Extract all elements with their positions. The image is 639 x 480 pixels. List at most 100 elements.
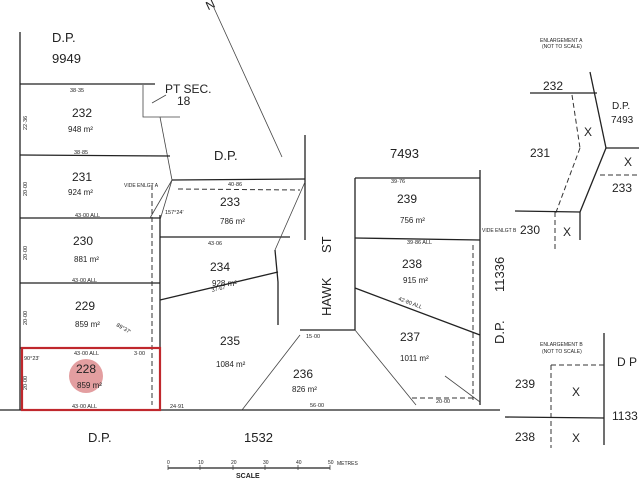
lot-area: 859 m² bbox=[77, 381, 102, 390]
pt-sec-label: PT SEC. bbox=[165, 82, 211, 96]
lot-area: 1084 m² bbox=[216, 360, 246, 369]
dim: 15·00 bbox=[306, 334, 320, 340]
enl-b-mark: X bbox=[572, 431, 580, 445]
scale-label: SCALE bbox=[236, 473, 260, 480]
dim: 20·00 bbox=[436, 399, 450, 405]
dim: 38·35 bbox=[70, 88, 84, 94]
dim: 24·91 bbox=[170, 404, 184, 410]
lot-232[interactable]: 232 948 m² bbox=[68, 106, 93, 134]
street-name: HAWK bbox=[319, 277, 334, 316]
lot-area: 915 m² bbox=[403, 276, 428, 285]
dim: 56·00 bbox=[310, 403, 324, 409]
pt-sec-number: 18 bbox=[177, 94, 191, 108]
dim: 20·00 bbox=[23, 376, 29, 390]
lot-233[interactable]: 233 786 m² bbox=[220, 195, 245, 226]
enlargement-a: ENLARGEMENT A (NOT TO SCALE) 232 231 233… bbox=[514, 38, 639, 250]
dim: 89°37' bbox=[115, 323, 131, 336]
dp-7493-prefix: D.P. bbox=[214, 148, 238, 163]
dim: 39·76 bbox=[391, 179, 405, 185]
dp-9949-prefix: D.P. bbox=[52, 30, 76, 45]
dp-7493-number: 7493 bbox=[390, 146, 419, 161]
enl-a-mark: X bbox=[563, 225, 571, 239]
dim: 43·00 ALL bbox=[72, 404, 97, 410]
lot-239[interactable]: 239 756 m² bbox=[397, 192, 425, 225]
lot-number: 229 bbox=[75, 299, 95, 313]
north-label: N bbox=[203, 0, 217, 13]
lot-228-marker[interactable] bbox=[69, 359, 103, 393]
lot-number: 239 bbox=[397, 192, 417, 206]
dp-1532-prefix: D.P. bbox=[88, 430, 112, 445]
scale-tick: 50 bbox=[328, 460, 334, 466]
scale-unit: METRES bbox=[337, 461, 359, 467]
lot-area: 756 m² bbox=[400, 216, 425, 225]
lot-area: 924 m² bbox=[68, 188, 93, 197]
dim: 43·00 ALL bbox=[72, 278, 97, 284]
lot-228-highlight[interactable] bbox=[20, 346, 162, 412]
dim: 38·85 bbox=[74, 150, 88, 156]
lot-231[interactable]: 231 924 m² bbox=[68, 170, 93, 197]
enlargement-b-note: (NOT TO SCALE) bbox=[542, 349, 582, 355]
lot-number: 231 bbox=[72, 170, 92, 184]
enl-b-mark: X bbox=[572, 385, 580, 399]
lot-number: 238 bbox=[402, 257, 422, 271]
lot-236[interactable]: 236 826 m² bbox=[292, 367, 317, 394]
dim: 20·00 bbox=[23, 246, 29, 260]
lot-number: 236 bbox=[293, 367, 313, 381]
lot-area: 826 m² bbox=[292, 385, 317, 394]
dp-11336-number: 11336 bbox=[492, 257, 507, 292]
lot-area: 928 m² bbox=[212, 279, 237, 288]
enlargement-a-note: (NOT TO SCALE) bbox=[542, 44, 582, 50]
street-suffix: ST bbox=[319, 236, 334, 253]
enl-a-mark: X bbox=[584, 125, 592, 139]
enlargement-b-title: ENLARGEMENT B bbox=[540, 342, 583, 348]
scale-tick: 0 bbox=[167, 460, 170, 466]
dim: 20·00 bbox=[23, 311, 29, 325]
lot-number: 232 bbox=[72, 106, 92, 120]
scale-bar: 0 10 20 30 40 50 METRES SCALE bbox=[167, 460, 359, 480]
lot-229[interactable]: 229 859 m² bbox=[75, 299, 100, 329]
enl-a-dp-number: 7493 bbox=[611, 115, 634, 126]
dim: 39·86 ALL bbox=[407, 240, 432, 246]
scale-tick: 10 bbox=[198, 460, 204, 466]
dim: 37·67 bbox=[211, 285, 226, 294]
scale-tick: 30 bbox=[263, 460, 269, 466]
enl-b-dp-prefix: D P bbox=[617, 355, 637, 369]
enl-b-lot: 239 bbox=[515, 377, 535, 391]
enl-b-dp-number: 1133 bbox=[612, 409, 638, 423]
dim: 40·86 bbox=[228, 182, 242, 188]
lot-228[interactable]: 228 859 m² bbox=[76, 362, 102, 390]
lot-area: 948 m² bbox=[68, 125, 93, 134]
lot-area: 786 m² bbox=[220, 217, 245, 226]
dim: 43·00 ALL bbox=[75, 213, 100, 219]
scale-tick: 20 bbox=[231, 460, 237, 466]
dimension-labels: 38·35 38·85 43·00 ALL 43·00 ALL 43·00 AL… bbox=[23, 88, 450, 410]
dim: 43·00 ALL bbox=[74, 351, 99, 357]
dim: 22·36 bbox=[23, 116, 29, 130]
dim: 43·06 bbox=[208, 241, 222, 247]
lot-number: 230 bbox=[73, 234, 93, 248]
lot-number: 228 bbox=[76, 362, 96, 376]
lot-number: 237 bbox=[400, 330, 420, 344]
lot-237[interactable]: 237 1011 m² bbox=[400, 330, 429, 363]
enl-b-lot: 238 bbox=[515, 430, 535, 444]
enl-a-lot: 232 bbox=[543, 79, 563, 93]
enlargement-b: ENLARGEMENT B (NOT TO SCALE) 239 238 X X… bbox=[504, 333, 638, 448]
dp-11336-prefix: D.P. bbox=[492, 320, 507, 344]
scale-tick: 40 bbox=[296, 460, 302, 466]
lot-area: 859 m² bbox=[75, 320, 100, 329]
dp-9949-number: 9949 bbox=[52, 51, 81, 66]
lot-area: 1011 m² bbox=[400, 354, 429, 363]
lot-238[interactable]: 238 915 m² bbox=[402, 257, 428, 285]
lot-235[interactable]: 235 1084 m² bbox=[216, 334, 246, 369]
lot-number: 233 bbox=[220, 195, 240, 209]
enl-a-dp-prefix: D.P. bbox=[612, 101, 630, 112]
lot-number: 235 bbox=[220, 334, 240, 348]
enl-a-lot: 231 bbox=[530, 146, 550, 160]
vide-enlgt-a: VIDE ENLGT A bbox=[124, 183, 159, 189]
enl-a-lot: 230 bbox=[520, 223, 540, 237]
enl-a-lot: 233 bbox=[612, 181, 632, 195]
dim: 3·00 bbox=[134, 351, 145, 357]
